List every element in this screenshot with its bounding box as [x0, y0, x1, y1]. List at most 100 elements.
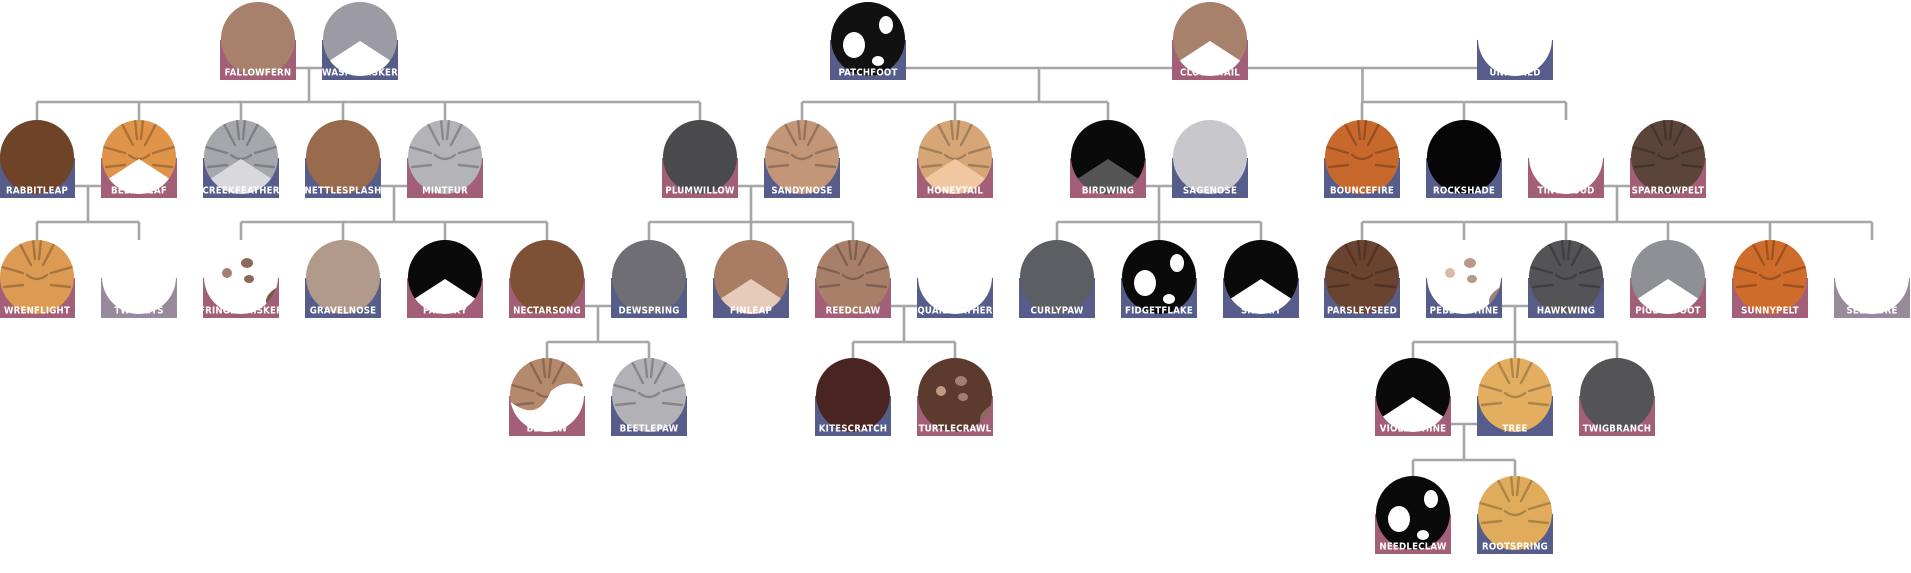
pelt-icon	[204, 120, 278, 194]
cat-name-label: NETTLESPLASH	[304, 186, 381, 197]
cat-node-rootspring[interactable]: ROOTSPRING	[1477, 476, 1553, 554]
cat-name-label: RABBITLEAP	[6, 186, 68, 197]
cat-node-snipkit[interactable]: SNIPKIT	[1221, 240, 1301, 318]
pelt-icon	[918, 240, 992, 314]
cat-node-twigbranch[interactable]: TWIGBRANCH	[1579, 358, 1655, 436]
cat-name-label: TURTLECRAWL	[919, 424, 992, 435]
cat-node-reedclaw[interactable]: REEDCLAW	[815, 240, 891, 318]
cat-node-finleap[interactable]: FINLEAP	[711, 240, 791, 318]
cat-name-label: PALESKY	[423, 306, 468, 317]
cat-node-sagenose[interactable]: SAGENOSE	[1172, 120, 1248, 198]
cat-node-tree[interactable]: TREE	[1477, 358, 1553, 436]
pelt-icon	[408, 120, 482, 194]
cat-node-sparrowpelt[interactable]: SPARROWPELT	[1630, 120, 1706, 198]
cat-node-pigeonfoot[interactable]: PIGEONFOOT	[1628, 240, 1708, 318]
pelt-icon	[1020, 240, 1094, 314]
pelt-icon	[612, 240, 686, 314]
relationship-0	[35, 66, 702, 134]
cat-name-label: ROCKSHADE	[1433, 186, 1495, 197]
cat-name-label: FRINGEWHISKER	[199, 306, 283, 317]
cat-node-needleclaw[interactable]: NEEDLECLAW	[1375, 476, 1451, 554]
cat-node-fidgetflake[interactable]: FIDGETFLAKE	[1121, 240, 1197, 318]
cat-name-label: REEDCLAW	[826, 306, 881, 317]
cat-node-beetlepaw[interactable]: BEETLEPAW	[611, 358, 687, 436]
relationship-8	[545, 304, 651, 372]
cat-node-rockshade[interactable]: ROCKSHADE	[1426, 120, 1502, 198]
cat-node-bouncefire[interactable]: BOUNCEFIRE	[1324, 120, 1400, 198]
pelt-icon	[102, 240, 176, 314]
cat-node-curlypaw[interactable]: CURLYPAW	[1019, 240, 1095, 318]
cat-name-label: TREE	[1502, 424, 1527, 435]
cat-node-gravelnose[interactable]: GRAVELNOSE	[305, 240, 381, 318]
cat-name-label: MINTFUR	[422, 186, 468, 197]
cat-name-label: GRAVELNOSE	[310, 306, 377, 317]
pelt-icon	[1325, 240, 1399, 314]
pelt-icon	[831, 2, 905, 76]
cat-node-bellaleaf[interactable]: BELLALEAF	[99, 120, 179, 198]
pelt-icon	[816, 240, 890, 314]
cat-node-fringewhisker[interactable]: FRINGEWHISKER	[199, 240, 283, 318]
cat-node-rabbitleap[interactable]: RABBITLEAP	[0, 120, 75, 198]
relationship-7	[1360, 184, 1874, 254]
pelt-icon	[1733, 240, 1807, 314]
cat-name-label: WRENFLIGHT	[4, 306, 70, 317]
pelt-icon	[1376, 358, 1450, 432]
cat-node-quailfeather[interactable]: QUAILFEATHER	[917, 240, 993, 318]
cat-node-unnamed[interactable]: UNNAMED	[1477, 2, 1553, 80]
cat-node-creekfeather[interactable]: CREEKFEATHER	[201, 120, 281, 198]
pelt-icon	[1478, 476, 1552, 550]
pelt-icon	[612, 358, 686, 432]
cat-node-turtlecrawl[interactable]: TURTLECRAWL	[917, 358, 995, 436]
cat-name-label: PIGEONFOOT	[1635, 306, 1701, 317]
cat-node-hawkwing[interactable]: HAWKWING	[1528, 240, 1604, 318]
cat-node-fallowfern[interactable]: FALLOWFERN	[220, 2, 296, 80]
cat-node-sandynose[interactable]: SANDYNOSE	[764, 120, 840, 198]
cat-node-plumwillow[interactable]: PLUMWILLOW	[662, 120, 738, 198]
cat-node-patchfoot[interactable]: PATCHFOOT	[830, 2, 906, 80]
cat-name-label: DEWSPRING	[618, 306, 679, 317]
cat-name-label: FINLEAP	[730, 306, 772, 317]
pelt-icon	[306, 120, 380, 194]
cat-node-kitescratch[interactable]: KITESCRATCH	[815, 358, 891, 436]
pelt-icon	[663, 120, 737, 194]
cat-node-twokits[interactable]: TWO KITS	[101, 240, 177, 318]
cat-name-label: NECTARSONG	[513, 306, 581, 317]
cat-node-sunnypelt[interactable]: SUNNYPELT	[1732, 240, 1808, 318]
cat-node-pebbleshine[interactable]: PEBBLESHINE	[1426, 240, 1504, 318]
pelt-icon	[1325, 120, 1399, 194]
cat-node-palesky[interactable]: PALESKY	[405, 240, 485, 318]
cat-node-waspwhisker[interactable]: WASPWHISKER	[320, 2, 400, 80]
cat-node-clovertail[interactable]: CLOVERTAIL	[1170, 2, 1250, 80]
cat-name-label: BEEPAW	[527, 424, 568, 435]
pelt-icon	[1173, 120, 1247, 194]
cat-node-beepaw[interactable]: BEEPAW	[507, 358, 587, 436]
cat-node-seemore[interactable]: SEE MORE	[1834, 240, 1910, 318]
cat-name-label: WASPWHISKER	[322, 68, 398, 79]
cat-node-honeytail[interactable]: HONEYTAIL	[915, 120, 995, 198]
cat-nodes: FALLOWFERN WASPWHISKER PATCHFOOT CLOVERTAIL…	[0, 2, 1910, 554]
pelt-icon	[1224, 240, 1298, 314]
cat-name-label: BELLALEAF	[111, 186, 167, 197]
cat-name-label: SANDYNOSE	[771, 186, 832, 197]
cat-name-label: QUAILFEATHER	[917, 306, 992, 317]
cat-name-label: TINYCLOUD	[1537, 186, 1594, 197]
cat-node-wrenflight[interactable]: WRENFLIGHT	[0, 240, 75, 318]
cat-name-label: BIRDWING	[1082, 186, 1134, 197]
pelt-icon	[1478, 2, 1552, 76]
cat-node-violetshine[interactable]: VIOLETSHINE	[1373, 358, 1453, 436]
pelt-icon	[1478, 358, 1552, 432]
cat-node-tinycloud[interactable]: TINYCLOUD	[1528, 120, 1604, 198]
cat-node-parsleyseed[interactable]: PARSLEYSEED	[1324, 240, 1400, 318]
cat-node-mintfur[interactable]: MINTFUR	[407, 120, 483, 198]
cat-node-dewspring[interactable]: DEWSPRING	[611, 240, 687, 318]
pelt-icon	[323, 2, 397, 76]
cat-node-nectarsong[interactable]: NECTARSONG	[509, 240, 585, 318]
cat-name-label: FIDGETFLAKE	[1125, 306, 1193, 317]
pelt-icon	[221, 2, 295, 76]
cat-name-label: PATCHFOOT	[838, 68, 897, 79]
cat-node-birdwing[interactable]: BIRDWING	[1068, 120, 1148, 198]
cat-node-nettlesplash[interactable]: NETTLESPLASH	[304, 120, 381, 198]
cat-name-label: PARSLEYSEED	[1327, 306, 1397, 317]
cat-name-label: TWO KITS	[114, 306, 163, 317]
